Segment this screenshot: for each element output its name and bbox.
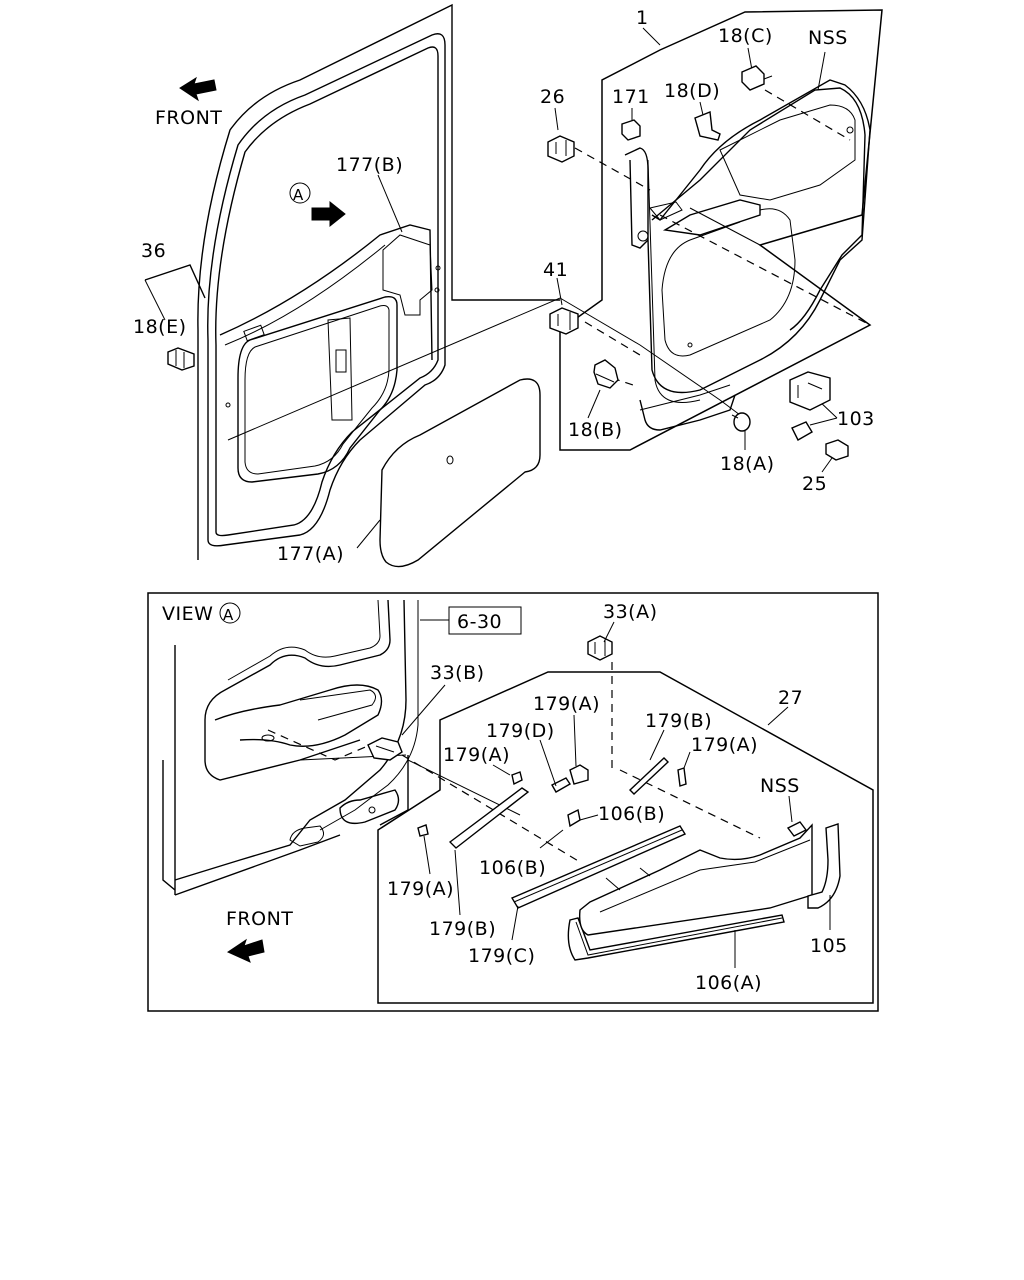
front-label-lower: FRONT (226, 908, 293, 930)
callout-36: 36 (141, 240, 166, 262)
front-arrow-lower: FRONT (226, 908, 293, 963)
callout-179b-bottom: 179(B) (429, 918, 496, 940)
callout-179a-bottom: 179(A) (387, 878, 454, 900)
clip-179a-small-1 (511, 771, 523, 786)
lower-section: VIEW A 6-30 FRONT (147, 592, 879, 1012)
grommet-33b (367, 737, 403, 761)
clip-179a-hook (569, 764, 589, 785)
clip-106b (567, 808, 581, 828)
leader-18b (587, 389, 601, 419)
fastener-18a (731, 412, 751, 432)
callout-33b: 33(B) (430, 662, 485, 684)
callout-25: 25 (802, 473, 827, 495)
front-label: FRONT (155, 107, 222, 129)
callout-18a: 18(A) (720, 453, 775, 475)
door-shell (197, 3, 560, 560)
strip-179b-left (448, 787, 530, 849)
clip-179a-small-3 (417, 824, 429, 837)
callout-26: 26 (540, 86, 565, 108)
bracket-18d (694, 111, 721, 141)
callout-nss-lower: NSS (760, 775, 800, 797)
callout-179a-right: 179(A) (691, 734, 758, 756)
screw-18e (167, 347, 195, 371)
trim-nss-lower (578, 823, 813, 936)
callout-18d: 18(D) (664, 80, 720, 102)
callout-41: 41 (543, 259, 568, 281)
callout-179c: 179(C) (468, 945, 535, 967)
leader-25 (821, 457, 833, 473)
handle-103 (789, 371, 831, 441)
clip-171 (621, 119, 641, 141)
clip-179d (551, 777, 571, 793)
callout-171: 171 (612, 86, 650, 108)
callout-18e: 18(E) (133, 316, 187, 338)
leader-nss-upper (817, 51, 826, 91)
callout-27: 27 (778, 687, 803, 709)
callout-18b: 18(B) (568, 419, 623, 441)
view-title: VIEW (162, 603, 213, 625)
callout-179a-top: 179(A) (533, 693, 600, 715)
callout-177b: 177(B) (336, 154, 403, 176)
leader-177b (377, 174, 403, 233)
callout-179b-top: 179(B) (645, 710, 712, 732)
callout-106a: 106(A) (695, 972, 762, 994)
sub-frame-27 (377, 671, 874, 1004)
clip-33a (587, 635, 613, 661)
view-frame (147, 592, 879, 1012)
leader-36 (144, 264, 206, 299)
callout-177a: 177(A) (277, 543, 344, 565)
leader-1 (642, 27, 661, 46)
leader-18c (747, 47, 753, 71)
clip-41 (549, 307, 579, 335)
panel-177a (379, 378, 541, 568)
callout-18c: 18(C) (718, 25, 773, 47)
callout-33a: 33(A) (603, 601, 658, 623)
leader-18d (699, 101, 704, 116)
strip-105 (807, 823, 841, 909)
view-a-letter: A (293, 186, 304, 204)
front-arrow-upper: FRONT (155, 76, 222, 129)
callout-1: 1 (636, 7, 649, 29)
strip-179b-right (628, 757, 670, 795)
strip-179c (510, 825, 687, 909)
upper-section: FRONT A (133, 3, 883, 568)
callout-106b-upper: 106(B) (598, 803, 665, 825)
callout-nss-upper: NSS (808, 27, 848, 49)
view-letter: A (223, 606, 234, 624)
callout-105: 105 (810, 935, 848, 957)
clip-26 (547, 135, 575, 163)
seal-nss-piece (786, 821, 808, 837)
callout-106b-lower: 106(B) (479, 857, 546, 879)
ref-box-text: 6-30 (457, 611, 502, 633)
callout-103: 103 (837, 408, 875, 430)
callout-179d: 179(D) (486, 720, 555, 742)
leader-177a (356, 519, 381, 549)
clip-179a-small-2 (677, 767, 687, 787)
leader-26 (554, 107, 559, 131)
view-a-callout: A (289, 182, 346, 228)
screw-25 (825, 439, 849, 461)
leader-41 (556, 277, 563, 306)
screw-18c (741, 65, 773, 91)
strip-106a (567, 914, 785, 961)
callout-179a-left: 179(A) (443, 744, 510, 766)
fastener-18b (593, 359, 619, 389)
leader-36b (144, 279, 166, 321)
